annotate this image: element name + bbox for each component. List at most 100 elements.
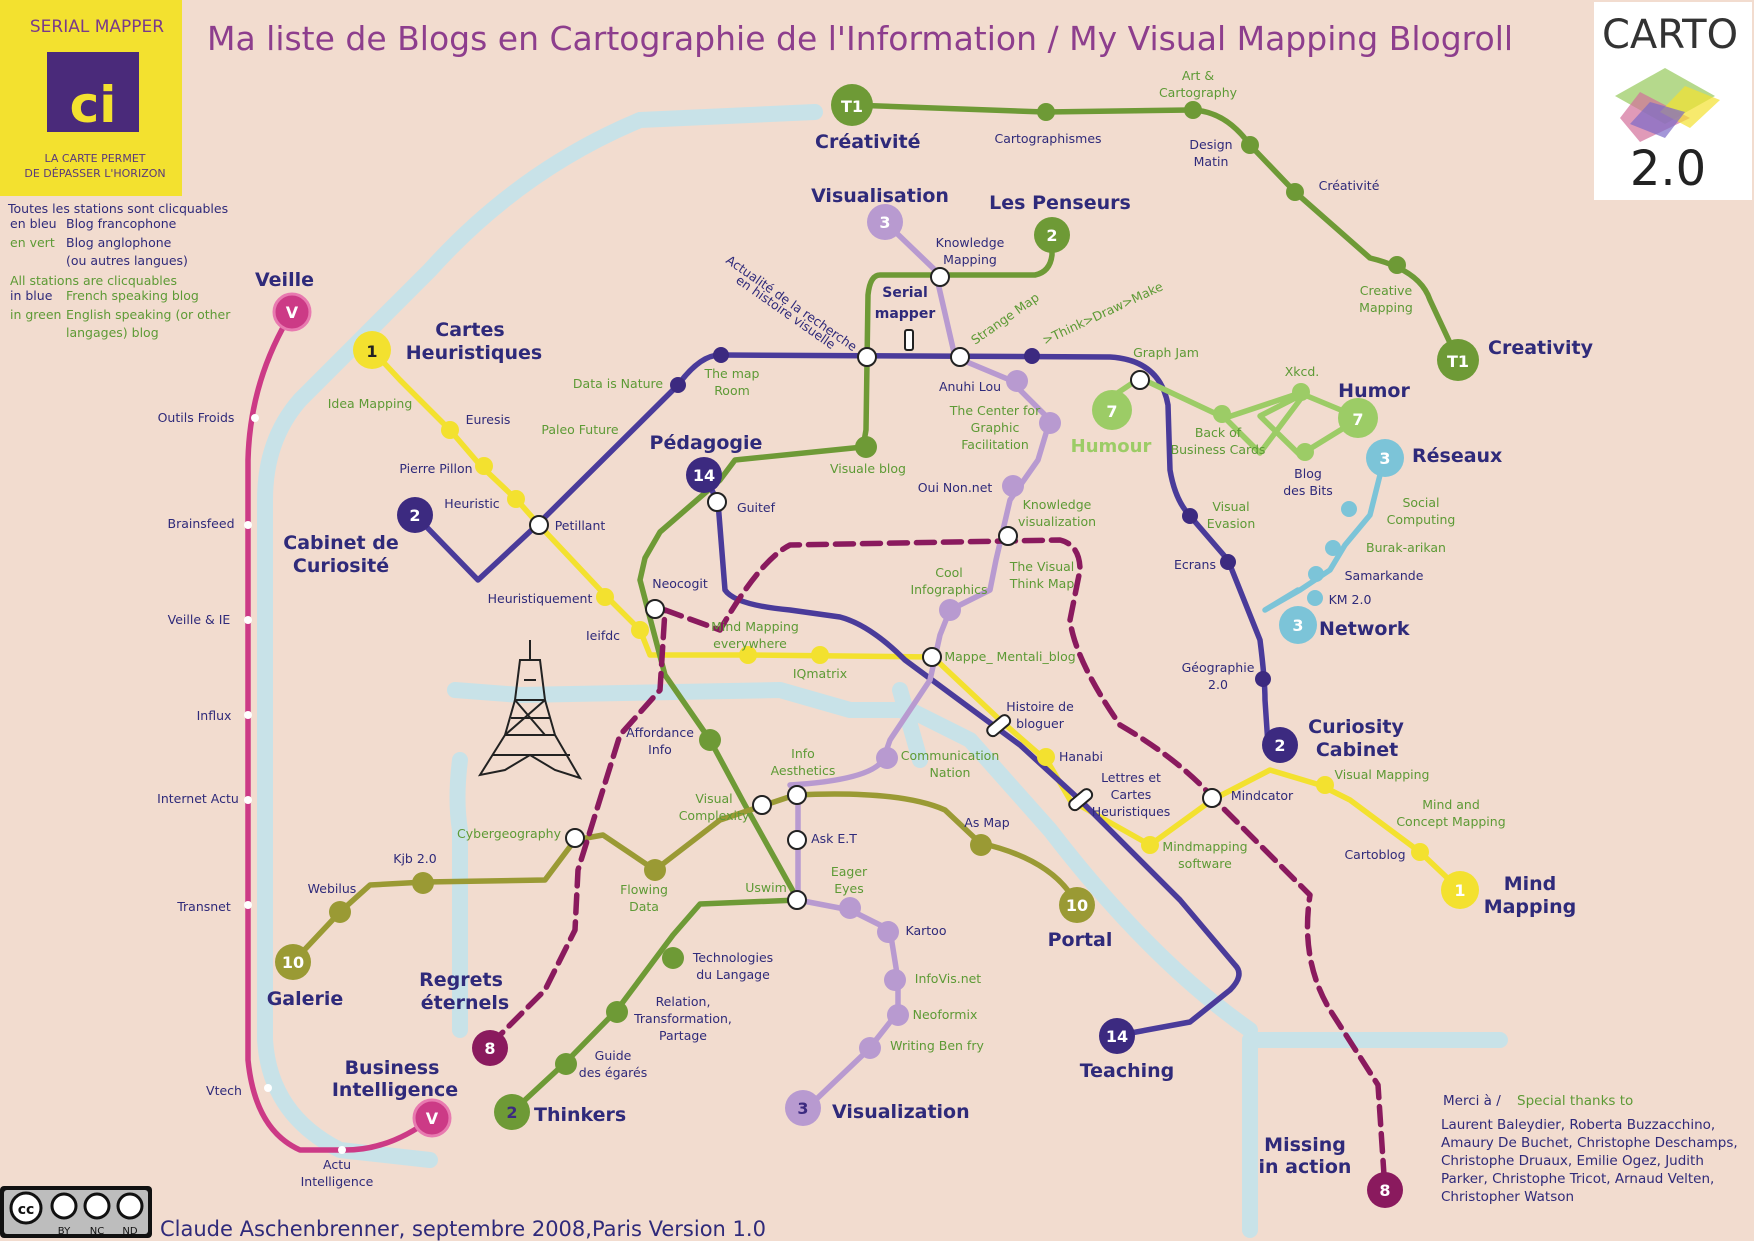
station-dot[interactable] bbox=[739, 646, 757, 664]
interchange-station[interactable] bbox=[787, 785, 807, 805]
station-label[interactable]: Xkcd. bbox=[1285, 364, 1320, 379]
line-name-penseurs[interactable]: Les Penseurs bbox=[989, 192, 1131, 214]
station-label[interactable]: Lettres et bbox=[1101, 770, 1161, 785]
station-dot[interactable] bbox=[855, 436, 877, 458]
station-dot[interactable] bbox=[1141, 836, 1159, 854]
badge-curiosity-2[interactable]: 2 bbox=[1262, 727, 1298, 763]
line-name-veille[interactable]: Veille bbox=[255, 269, 314, 291]
station-label[interactable]: Cartoblog bbox=[1344, 847, 1405, 862]
station-label[interactable]: The map bbox=[704, 366, 760, 381]
badge-cabinet-2[interactable]: 2 bbox=[397, 497, 433, 533]
badge-visualisation-3[interactable]: 3 bbox=[867, 204, 903, 240]
station-label[interactable]: Outils Froids bbox=[158, 410, 235, 425]
station-label[interactable]: Idea Mapping bbox=[328, 396, 413, 411]
station-dot[interactable] bbox=[555, 1053, 577, 1075]
badge-cartes-1[interactable]: 1 bbox=[353, 331, 391, 369]
station-dot[interactable] bbox=[644, 859, 666, 881]
station-dot[interactable] bbox=[251, 414, 259, 422]
line-name-cabinet[interactable]: Cabinet de bbox=[283, 532, 398, 554]
station-label[interactable]: Mindcator bbox=[1231, 788, 1294, 803]
station-dot[interactable] bbox=[596, 588, 614, 606]
station-dot[interactable] bbox=[859, 1037, 881, 1059]
station-dot[interactable] bbox=[412, 872, 434, 894]
station-dot[interactable] bbox=[1325, 540, 1341, 556]
station-label[interactable]: IQmatrix bbox=[793, 666, 847, 681]
badge-thinkers-2[interactable]: 2 bbox=[494, 1094, 530, 1130]
line-name-bi[interactable]: Business bbox=[345, 1057, 440, 1079]
station-label[interactable]: Kartoo bbox=[906, 923, 947, 938]
station-label[interactable]: Heuristiquement bbox=[488, 591, 593, 606]
station-label[interactable]: Cartographismes bbox=[994, 131, 1101, 146]
interchange-station[interactable] bbox=[707, 492, 727, 512]
line-name-humour[interactable]: Humour bbox=[1071, 436, 1152, 457]
badge-humour-7[interactable]: 7 bbox=[1092, 390, 1132, 430]
station-label[interactable]: Social bbox=[1402, 495, 1439, 510]
station-dot[interactable] bbox=[244, 521, 252, 529]
station-label[interactable]: Influx bbox=[197, 708, 232, 723]
station-label[interactable]: Petillant bbox=[555, 518, 606, 533]
station-label[interactable]: The Visual bbox=[1009, 559, 1075, 574]
station-label[interactable]: Heuristic bbox=[444, 496, 500, 511]
line-name-cartes[interactable]: Cartes bbox=[435, 319, 504, 341]
badge-penseurs-2[interactable]: 2 bbox=[1034, 217, 1070, 253]
station-dot[interactable] bbox=[1388, 256, 1406, 274]
station-label[interactable]: Mind and bbox=[1422, 797, 1480, 812]
station-dot[interactable] bbox=[475, 457, 493, 475]
badge-veille-top[interactable]: V bbox=[272, 292, 312, 332]
station-label[interactable]: Kjb 2.0 bbox=[393, 851, 437, 866]
station-label[interactable]: Actualité de la recherche bbox=[723, 252, 860, 354]
station-label[interactable]: Data is Nature bbox=[573, 376, 663, 391]
interchange-station[interactable] bbox=[857, 347, 877, 367]
station-dot[interactable] bbox=[1341, 501, 1357, 517]
station-label[interactable]: Euresis bbox=[466, 412, 511, 427]
line-name-curiosity[interactable]: Curiosity bbox=[1308, 716, 1404, 738]
station-dot[interactable] bbox=[662, 947, 684, 969]
station-label[interactable]: Info bbox=[791, 746, 815, 761]
station-label[interactable]: Guitef bbox=[737, 500, 776, 515]
station-label[interactable]: Mindmapping bbox=[1162, 839, 1247, 854]
line-name-teaching[interactable]: Teaching bbox=[1080, 1060, 1175, 1082]
badge-pedagogie-14[interactable]: 14 bbox=[686, 457, 722, 493]
station-label[interactable]: Samarkande bbox=[1345, 568, 1424, 583]
badge-humor-7[interactable]: 7 bbox=[1338, 398, 1378, 438]
station-dot[interactable] bbox=[1037, 103, 1055, 121]
carto-2-logo[interactable]: CARTO 2.0 bbox=[1594, 2, 1752, 200]
line-name-missing[interactable]: Missing bbox=[1264, 1134, 1346, 1156]
station-label[interactable]: Hanabi bbox=[1059, 749, 1103, 764]
line-name-creativity[interactable]: Creativity bbox=[1488, 337, 1594, 359]
station-dot[interactable] bbox=[1316, 776, 1334, 794]
badge-portal-10[interactable]: 10 bbox=[1059, 887, 1095, 923]
station-label[interactable]: Pierre Pillon bbox=[399, 461, 472, 476]
station-label[interactable]: Cool bbox=[935, 565, 963, 580]
station-label[interactable]: Strange Map bbox=[968, 290, 1042, 348]
station-label[interactable]: Mind Mapping bbox=[711, 619, 799, 634]
badge-visualization-3[interactable]: 3 bbox=[785, 1090, 821, 1126]
line-name-pedagogie[interactable]: Pédagogie bbox=[650, 432, 763, 454]
interchange-station[interactable] bbox=[922, 647, 942, 667]
line-name-network[interactable]: Network bbox=[1319, 618, 1410, 640]
station-dot[interactable] bbox=[811, 646, 829, 664]
line-name-thinkers[interactable]: Thinkers bbox=[534, 1104, 626, 1126]
station-dot[interactable] bbox=[1220, 554, 1236, 570]
station-label[interactable]: Webilus bbox=[308, 881, 357, 896]
station-dot[interactable] bbox=[244, 901, 252, 909]
station-dot[interactable] bbox=[887, 1004, 909, 1026]
station-label[interactable]: Flowing bbox=[620, 882, 668, 897]
station-dot[interactable] bbox=[1307, 590, 1323, 606]
station-label[interactable]: Eager bbox=[831, 864, 868, 879]
station-dot[interactable] bbox=[264, 1084, 272, 1092]
station-dot[interactable] bbox=[606, 1001, 628, 1023]
station-dot[interactable] bbox=[1241, 136, 1259, 154]
station-label[interactable]: Visual bbox=[1212, 499, 1249, 514]
badge-reseaux-3[interactable]: 3 bbox=[1366, 439, 1404, 477]
station-label[interactable]: Burak-arikan bbox=[1366, 540, 1446, 555]
station-dot[interactable] bbox=[884, 969, 906, 991]
station-label[interactable]: KM 2.0 bbox=[1329, 592, 1372, 607]
line-name-regrets[interactable]: Regrets bbox=[419, 969, 503, 991]
station-dot[interactable] bbox=[1039, 412, 1061, 434]
interchange-station[interactable] bbox=[565, 828, 585, 848]
badge-veille-bottom[interactable]: V bbox=[412, 1098, 452, 1138]
station-label[interactable]: Ecrans bbox=[1174, 557, 1216, 572]
line-name-portal[interactable]: Portal bbox=[1048, 929, 1113, 951]
line-name-visualisation[interactable]: Visualisation bbox=[811, 185, 949, 207]
